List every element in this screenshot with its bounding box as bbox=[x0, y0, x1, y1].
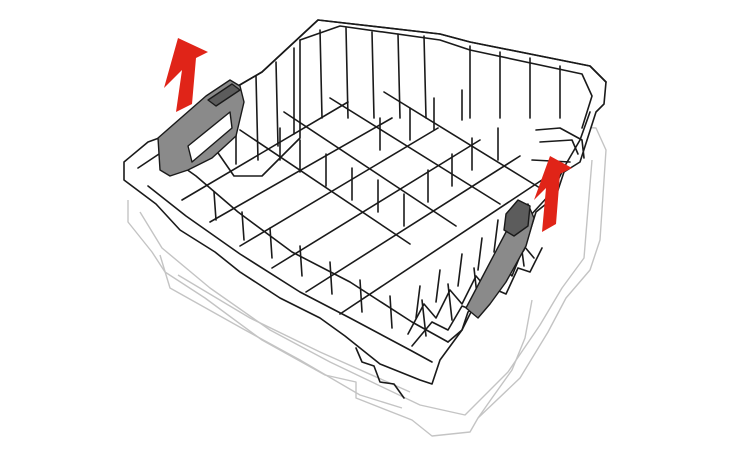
rack-front-rim bbox=[123, 19, 607, 385]
ghost-rack-bottom bbox=[159, 254, 403, 409]
left-handle-grip bbox=[207, 83, 241, 107]
tines-row bbox=[213, 89, 499, 329]
ghost-rack-outline bbox=[127, 123, 607, 437]
ghost-rack-lower-position bbox=[127, 123, 607, 437]
ghost-rack-rail bbox=[177, 274, 411, 393]
rack-floor-edge bbox=[147, 185, 433, 363]
left-handle-body bbox=[157, 79, 245, 177]
upper-rack bbox=[123, 19, 607, 399]
arrow-up-icon bbox=[534, 156, 572, 232]
left-handle-cutout bbox=[187, 111, 233, 163]
rack-adjuster-handle-right[interactable] bbox=[465, 199, 535, 319]
rack-bottom-hinge bbox=[355, 347, 405, 399]
ghost-rack-inner-edge bbox=[139, 159, 593, 416]
rack-cross-rails bbox=[181, 101, 549, 315]
arrow-up-icon bbox=[164, 38, 208, 112]
lift-arrow-left bbox=[164, 38, 208, 112]
rack-top-edge bbox=[213, 19, 607, 101]
ghost-rack-right-side bbox=[477, 299, 533, 419]
right-handle-grip bbox=[503, 199, 531, 237]
lift-arrow-right bbox=[534, 156, 572, 232]
rack-adjuster-handle-left[interactable] bbox=[157, 79, 245, 177]
